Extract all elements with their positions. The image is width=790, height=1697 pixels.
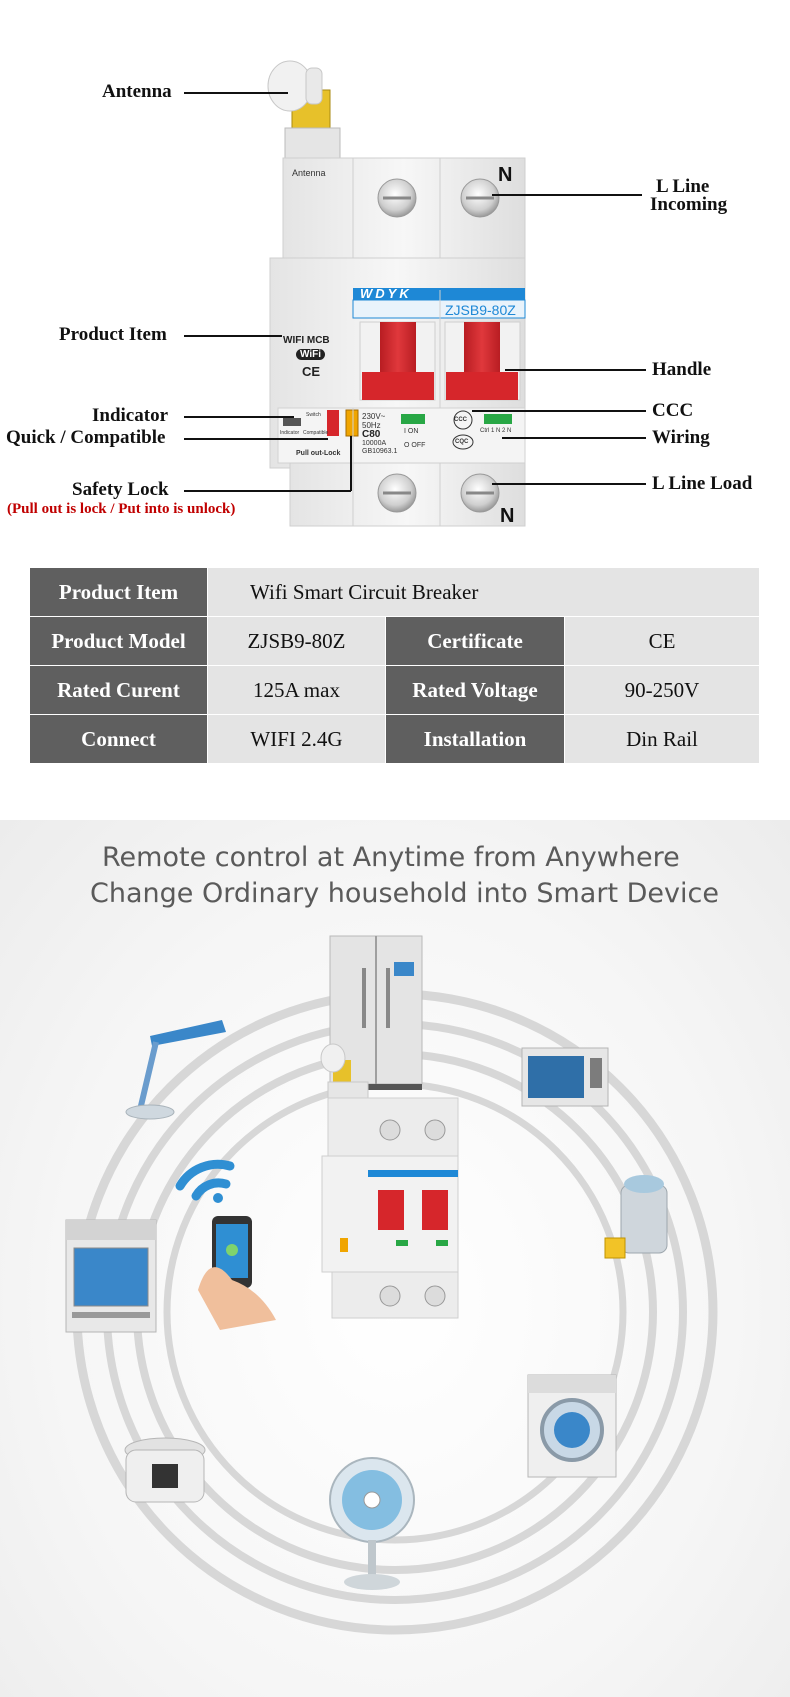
leader-antenna [184, 92, 288, 94]
washing-machine-icon [527, 1374, 617, 1478]
leader-l-line-incoming [492, 194, 642, 196]
headline-line-1: Remote control at Anytime from Anywhere [102, 842, 680, 873]
device-rating: C80 [362, 429, 381, 440]
spec-key-certificate: Certificate [385, 616, 565, 666]
desk-lamp-icon [125, 1020, 226, 1120]
breaker-diagram: Antenna N WDYK ZJSB9-80Z WIFI MCB WiFi C… [0, 0, 790, 540]
spec-key-installation: Installation [385, 714, 565, 764]
leader-l-line-load [492, 483, 646, 485]
device-model: ZJSB9-80Z [445, 302, 516, 318]
spec-key-connect: Connect [29, 714, 208, 764]
device-wifi-badge: WiFi [296, 349, 326, 360]
device-compatible-small: Compatible [303, 430, 329, 436]
device-pull-out-lock: Pull out-Lock [296, 450, 341, 457]
device-on-label: I ON [404, 428, 419, 435]
device-brand-logo: WDYK [360, 286, 412, 301]
device-wifi-mcb: WIFI MCB [283, 335, 330, 346]
leader-quick-compatible [184, 438, 328, 440]
breaker-illustration [267, 60, 526, 527]
device-voltage: 230V~ [362, 412, 386, 421]
spec-value-product-item: Wifi Smart Circuit Breaker [207, 567, 760, 617]
device-neutral-bottom: N [500, 505, 515, 527]
label-quick-compatible: Quick / Compatible [6, 427, 166, 448]
spec-value-product-model: ZJSB9-80Z [207, 616, 386, 666]
leader-handle [505, 369, 646, 371]
remote-control-section: Remote control at Anytime from Anywhere … [0, 820, 790, 1697]
leader-ccc [472, 410, 646, 412]
label-product-item: Product Item [59, 324, 167, 345]
leader-indicator [184, 416, 294, 418]
label-wiring: Wiring [652, 427, 710, 448]
device-antenna-text: Antenna [292, 168, 326, 178]
spec-table: Product Item Wifi Smart Circuit Breaker … [29, 567, 760, 764]
label-safety-lock: Safety Lock [72, 479, 169, 500]
spec-value-rated-current: 125A max [207, 665, 386, 715]
phone-in-hand-icon [198, 1216, 276, 1330]
table-row: Rated Curent 125A max Rated Voltage 90-2… [29, 665, 760, 715]
label-safety-lock-note: (Pull out is lock / Put into is unlock) [7, 501, 236, 517]
table-row: Connect WIFI 2.4G Installation Din Rail [29, 714, 760, 764]
table-row: Product Model ZJSB9-80Z Certificate CE [29, 616, 760, 666]
spec-value-connect: WIFI 2.4G [207, 714, 386, 764]
device-frequency: 50Hz [362, 421, 381, 430]
juicer-icon [604, 1175, 668, 1259]
device-ce-mark: CE [302, 364, 321, 379]
device-wiring-text: Ctrl 1 N 2 N [480, 428, 512, 434]
label-l-line-incoming-1: L Line [656, 176, 710, 197]
spec-value-certificate: CE [564, 616, 760, 666]
device-ccc-mark: CCC [454, 417, 467, 423]
spec-key-rated-voltage: Rated Voltage [385, 665, 565, 715]
leader-product-item [184, 335, 282, 337]
antenna-part [267, 60, 341, 159]
table-row: Product Item Wifi Smart Circuit Breaker [29, 567, 760, 617]
label-l-line-load: L Line Load [652, 473, 753, 494]
device-off-label: O OFF [404, 442, 426, 449]
device-standard: GB10963.1 [362, 448, 398, 455]
spec-value-installation: Din Rail [564, 714, 760, 764]
leader-wiring [502, 437, 646, 439]
device-indicator-small: Indicator [280, 430, 300, 436]
label-l-line-incoming-2: Incoming [650, 194, 728, 215]
fridge-icon [329, 935, 423, 1090]
device-switch-small: Switch [306, 412, 321, 418]
central-breaker-icon [320, 1043, 459, 1319]
spec-key-product-model: Product Model [29, 616, 208, 666]
fan-icon [329, 1457, 415, 1590]
device-neutral-top: N [498, 164, 513, 186]
wifi-icon [175, 1159, 235, 1203]
label-handle: Handle [652, 359, 712, 380]
oven-icon [65, 1219, 157, 1333]
microwave-icon [521, 1047, 609, 1107]
device-cqc-mark: CQC [455, 439, 469, 445]
label-indicator: Indicator [92, 405, 168, 426]
rice-cooker-icon [124, 1437, 206, 1503]
device-capacity: 10000A [362, 440, 387, 447]
leader-safety-lock-riser [350, 436, 352, 491]
spec-key-product-item: Product Item [29, 567, 208, 617]
spec-key-rated-current: Rated Curent [29, 665, 208, 715]
label-ccc: CCC [652, 400, 694, 421]
spec-value-rated-voltage: 90-250V [564, 665, 760, 715]
appliance-ring-illustration [65, 935, 718, 1635]
label-antenna: Antenna [102, 81, 172, 102]
leader-safety-lock [184, 490, 351, 492]
headline-line-2: Change Ordinary household into Smart Dev… [90, 878, 719, 909]
